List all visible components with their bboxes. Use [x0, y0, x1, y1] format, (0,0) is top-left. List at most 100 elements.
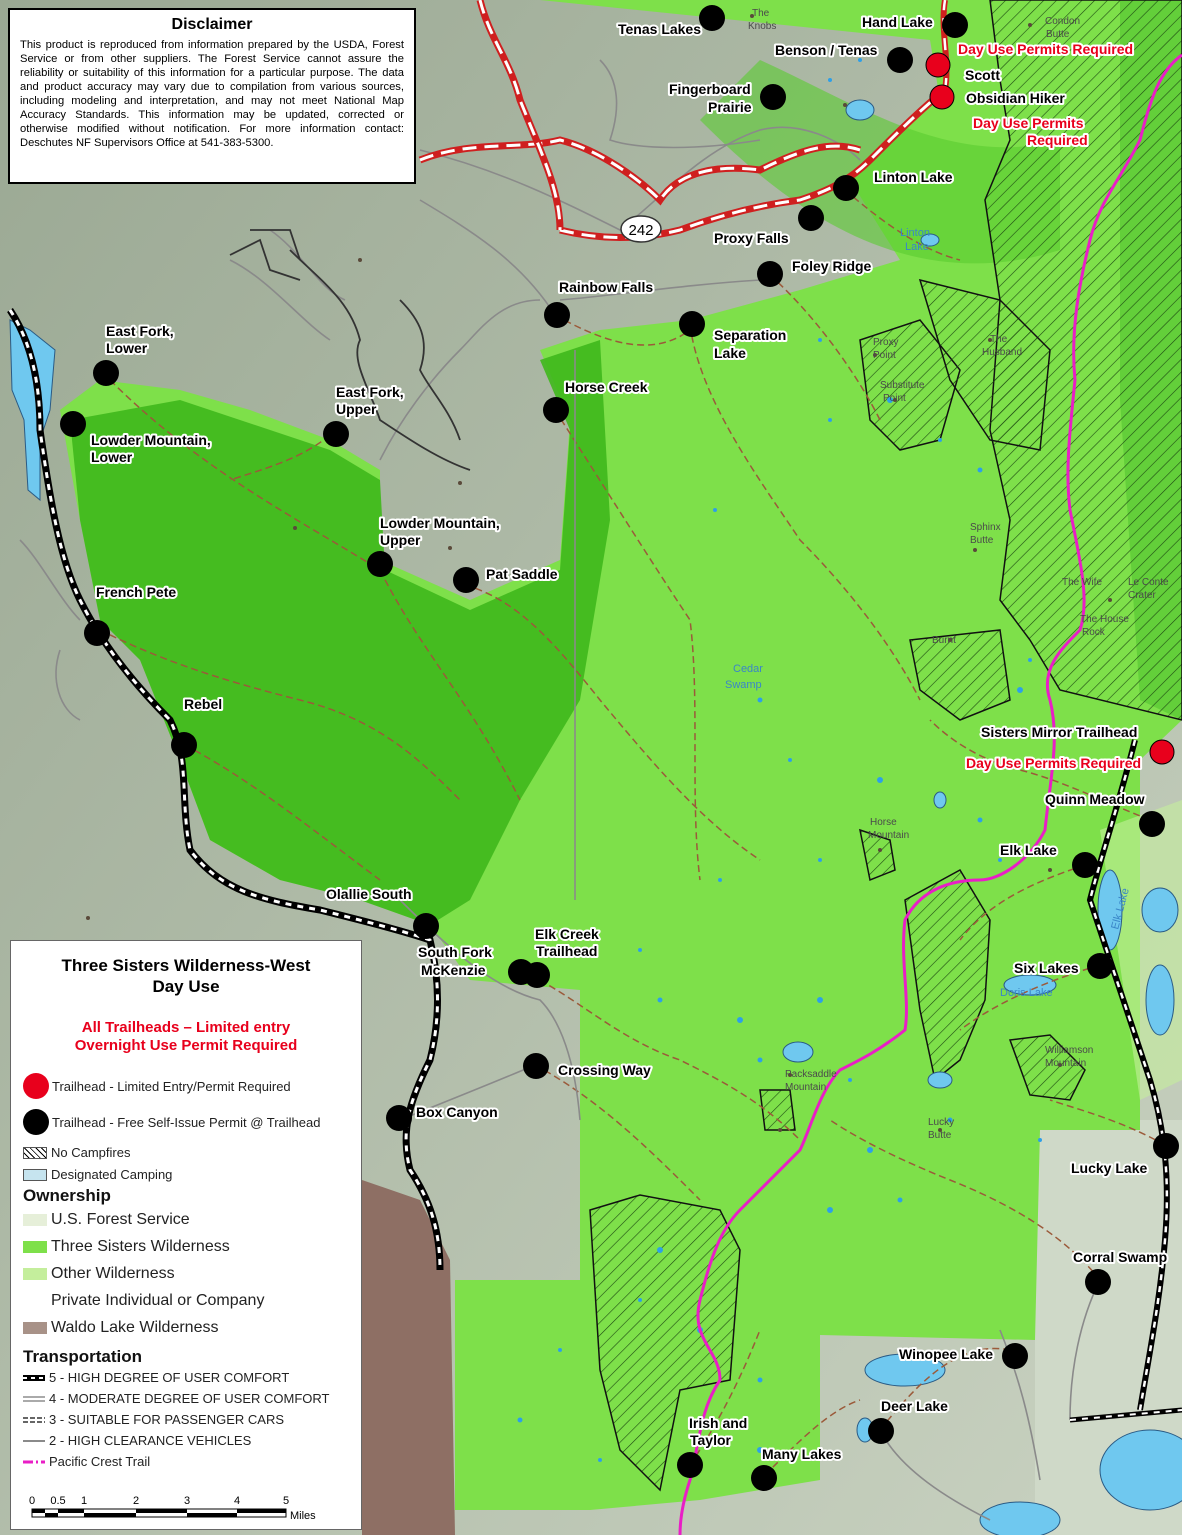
- place-house-rock-1: The House: [1080, 614, 1129, 625]
- trailhead-deer-lake[interactable]: [868, 1418, 894, 1444]
- label-east-fork-upper-2: Upper: [336, 401, 377, 417]
- label-horse-creek: Horse Creek: [565, 379, 648, 395]
- trailhead-crossing-way[interactable]: [523, 1053, 549, 1079]
- trailhead-elk-creek[interactable]: [524, 962, 550, 988]
- water-label-cedar-2: Swamp: [725, 679, 762, 691]
- trailhead-horse-creek[interactable]: [543, 397, 569, 423]
- trailhead-foley-ridge[interactable]: [757, 261, 783, 287]
- trailhead-lowder-mountain-upper[interactable]: [367, 551, 393, 577]
- transport-label: 2 - HIGH CLEARANCE VEHICLES: [49, 1433, 252, 1448]
- trailhead-lowder-mountain-lower[interactable]: [60, 411, 86, 437]
- trailhead-elk-lake[interactable]: [1072, 852, 1098, 878]
- transport-row: 3 - SUITABLE FOR PASSENGER CARS: [23, 1409, 349, 1430]
- label-many-lakes: Many Lakes: [762, 1446, 842, 1462]
- trailhead-lucky-lake[interactable]: [1153, 1133, 1179, 1159]
- trailhead-corral-swamp[interactable]: [1085, 1269, 1111, 1295]
- road-class4-icon: [23, 1396, 45, 1401]
- transport-row: 5 - HIGH DEGREE OF USER COMFORT: [23, 1367, 349, 1388]
- forest-roads: [19, 59, 1101, 1521]
- trailhead-fingerboard-prairie[interactable]: [760, 84, 786, 110]
- label-linton-lake: Linton Lake: [874, 169, 953, 185]
- transport-label: 5 - HIGH DEGREE OF USER COMFORT: [49, 1370, 290, 1385]
- trailhead-sisters-mirror[interactable]: [1149, 739, 1175, 765]
- transport-row: 4 - MODERATE DEGREE OF USER COMFORT: [23, 1388, 349, 1409]
- label-day-use-permits-3: Day Use Permits Required: [966, 755, 1141, 771]
- legend-no-campfires-label: No Campfires: [51, 1145, 131, 1160]
- trailhead-tenas-lakes[interactable]: [699, 5, 725, 31]
- label-french-pete: French Pete: [96, 584, 176, 600]
- trailhead-french-pete[interactable]: [84, 620, 110, 646]
- label-lowder-lower-1: Lowder Mountain,: [91, 432, 211, 448]
- trailhead-separation-lake[interactable]: [679, 311, 705, 337]
- place-condon-2: Butte: [1046, 29, 1070, 40]
- ownership-row: U.S. Forest Service: [23, 1206, 349, 1233]
- trailhead-quinn-meadow[interactable]: [1139, 811, 1165, 837]
- label-crossing-way: Crossing Way: [558, 1062, 651, 1078]
- trailhead-hand-lake[interactable]: [942, 12, 968, 38]
- trailhead-pat-saddle[interactable]: [453, 567, 479, 593]
- ownership-label: Other Wilderness: [51, 1264, 175, 1282]
- wilderness-ridges: [70, 340, 610, 925]
- label-foley-ridge: Foley Ridge: [792, 258, 872, 274]
- transport-label: 3 - SUITABLE FOR PASSENGER CARS: [49, 1412, 285, 1427]
- place-williamson-1: Williamson: [1045, 1045, 1093, 1056]
- transport-row: 2 - HIGH CLEARANCE VEHICLES: [23, 1430, 349, 1451]
- label-lowder-lower-2: Lower: [91, 449, 133, 465]
- place-the-wife: The Wife: [1062, 577, 1102, 588]
- transport-label: Pacific Crest Trail: [49, 1454, 151, 1469]
- legend-row-free: Trailhead - Free Self-Issue Permit @ Tra…: [23, 1109, 349, 1135]
- label-pat-saddle: Pat Saddle: [486, 566, 558, 582]
- label-box-canyon: Box Canyon: [416, 1104, 498, 1120]
- ownership-row: Other Wilderness: [23, 1260, 349, 1287]
- label-elk-lake: Elk Lake: [1000, 842, 1057, 858]
- place-le-conte-1: Le Conte: [1128, 577, 1169, 588]
- legend-designated-camping-label: Designated Camping: [51, 1167, 173, 1182]
- wilderness-ridge-north: [700, 60, 1060, 264]
- trailhead-obsidian-hiker[interactable]: [929, 84, 955, 110]
- label-south-fork-2: McKenzie: [421, 962, 486, 978]
- class5-roads: [7, 308, 1182, 1423]
- label-day-use-permits-2b: Required: [1027, 132, 1088, 148]
- legend-free-label: Trailhead - Free Self-Issue Permit @ Tra…: [52, 1114, 321, 1130]
- water-label-cedar-1: Cedar: [733, 663, 763, 675]
- label-hand-lake: Hand Lake: [862, 14, 933, 30]
- place-lucky-butte-2: Butte: [928, 1130, 952, 1141]
- trailhead-rainbow-falls[interactable]: [544, 302, 570, 328]
- place-knobs-1: The: [752, 8, 770, 19]
- trailhead-olallie-south[interactable]: [413, 913, 439, 939]
- highway-shield: 242: [620, 215, 662, 243]
- ponds: [517, 58, 1042, 1462]
- ownership-label: Three Sisters Wilderness: [51, 1237, 230, 1255]
- trailhead-winopee-lake[interactable]: [1002, 1343, 1028, 1369]
- camping-swatch-icon: [23, 1168, 47, 1181]
- ownership-label: Private Individual or Company: [51, 1291, 265, 1309]
- legend-title-2: Day Use: [152, 977, 220, 996]
- trailhead-irish-and-taylor[interactable]: [677, 1452, 703, 1478]
- trailhead-many-lakes[interactable]: [751, 1465, 777, 1491]
- trailhead-east-fork-upper[interactable]: [323, 421, 349, 447]
- place-labels: The Knobs Condon Butte Proxy Point The H…: [748, 8, 1169, 1141]
- place-condon-1: Condon: [1045, 16, 1080, 27]
- trailhead-markers: [60, 5, 1179, 1491]
- ownership-row: Private Individual or Company: [23, 1287, 349, 1314]
- label-irish-taylor-1: Irish and: [689, 1415, 747, 1431]
- trailhead-proxy-falls[interactable]: [798, 205, 824, 231]
- label-obsidian-hiker: Obsidian Hiker: [966, 90, 1065, 106]
- label-rebel: Rebel: [184, 696, 222, 712]
- disclaimer-title: Disclaimer: [171, 16, 253, 33]
- trailhead-benson-tenas[interactable]: [887, 47, 913, 73]
- ownership-row: Waldo Lake Wilderness: [23, 1314, 349, 1341]
- scale-tick: 2: [133, 1495, 139, 1507]
- trailhead-scott[interactable]: [925, 52, 951, 78]
- trailhead-rebel[interactable]: [171, 732, 197, 758]
- place-packsaddle-2: Mountain: [785, 1082, 826, 1093]
- trailhead-east-fork-lower[interactable]: [93, 360, 119, 386]
- transport-label: 4 - MODERATE DEGREE OF USER COMFORT: [49, 1391, 330, 1406]
- trailhead-six-lakes[interactable]: [1087, 953, 1113, 979]
- swatch-waldo-lake: [23, 1321, 47, 1334]
- black-dot-icon: [23, 1109, 49, 1135]
- trailhead-box-canyon[interactable]: [386, 1105, 412, 1131]
- trailhead-linton-lake[interactable]: [833, 175, 859, 201]
